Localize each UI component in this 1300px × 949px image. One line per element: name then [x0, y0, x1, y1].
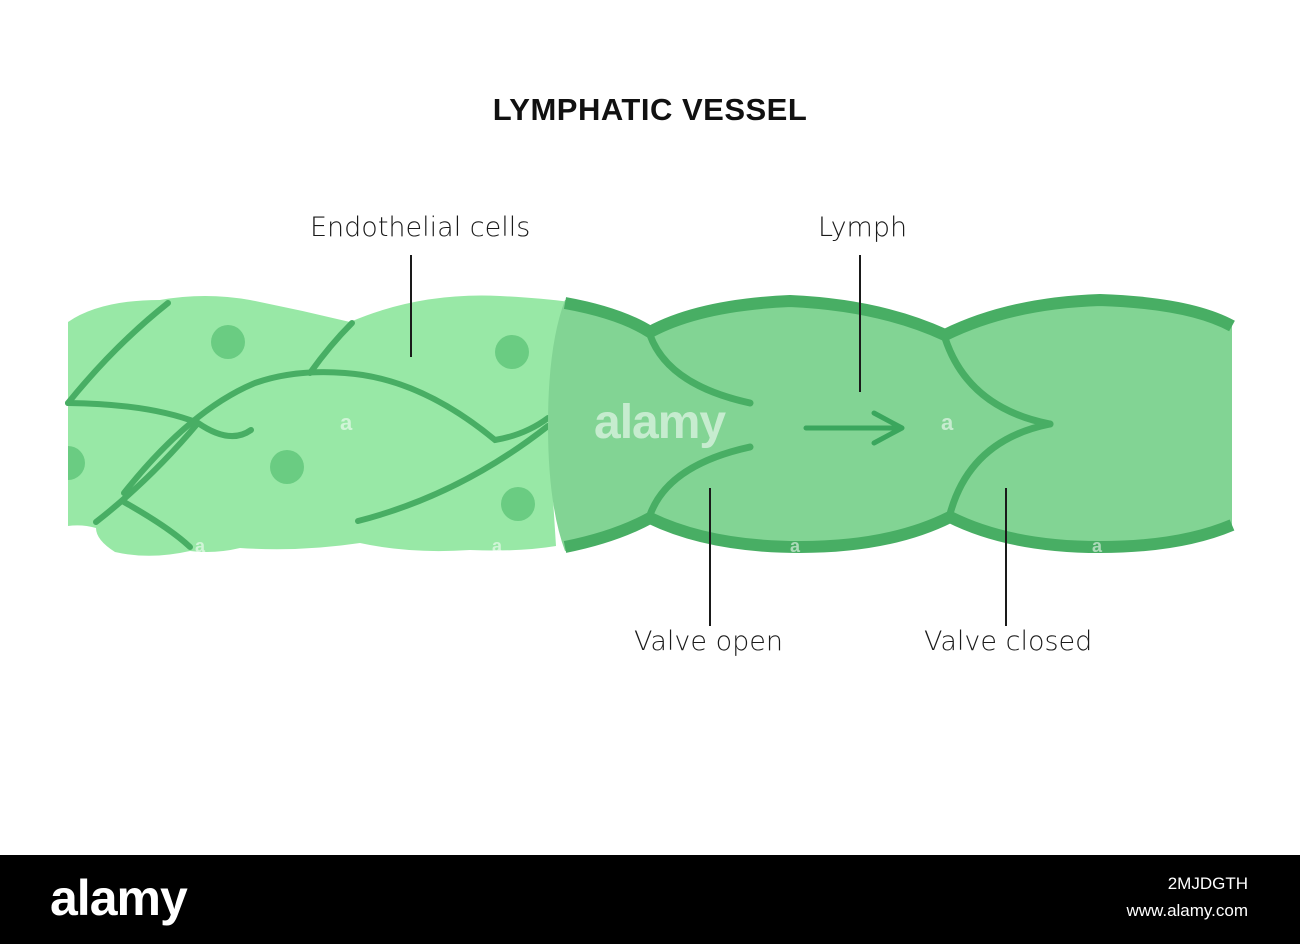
footer-logo: alamy — [50, 870, 188, 926]
cell-boundary — [93, 420, 201, 525]
cell-nucleus — [68, 446, 85, 480]
vessel-cross-section — [548, 294, 1235, 553]
cell-boundary — [65, 400, 254, 440]
watermark-mark: a — [340, 410, 353, 435]
diagram-title: LYMPHATIC VESSEL — [492, 92, 808, 127]
lymph-flow-arrow — [803, 410, 905, 446]
watermark-mark: a — [195, 536, 206, 556]
valve-open-leaflet-bottom — [646, 443, 754, 519]
watermark-footer-bar: alamy 2MJDGTH www.alamy.com — [0, 855, 1300, 944]
watermark-mark: a — [492, 536, 503, 556]
cell-boundary — [307, 320, 355, 376]
endothelial-cells-group — [65, 295, 570, 556]
watermark-mark: a — [1092, 536, 1103, 556]
label-lymph: Lymph — [818, 212, 908, 243]
valve-open-leaflet-top — [646, 331, 754, 407]
cell-boundary — [121, 369, 551, 496]
footer-url: www.alamy.com — [1126, 901, 1248, 920]
label-valve-open: Valve open — [634, 626, 783, 657]
footer-image-id: 2MJDGTH — [1167, 874, 1248, 893]
cell-nucleus — [270, 450, 304, 484]
cell-boundary — [121, 499, 193, 550]
valve-closed-leaflet-bottom — [946, 420, 1054, 518]
watermark-logo: alamy — [594, 396, 726, 449]
valve-closed-leaflet-top — [941, 334, 1054, 428]
cell-nucleus — [501, 487, 535, 521]
label-valve-closed: Valve closed — [924, 626, 1093, 657]
cell-boundary — [65, 300, 171, 406]
cell-boundary — [355, 423, 551, 524]
cell-nucleus — [495, 335, 529, 369]
label-endothelial-cells: Endothelial cells — [310, 212, 531, 243]
watermark-mark: a — [941, 410, 954, 435]
cell-nucleus — [211, 325, 245, 359]
watermark-mark: a — [790, 536, 801, 556]
